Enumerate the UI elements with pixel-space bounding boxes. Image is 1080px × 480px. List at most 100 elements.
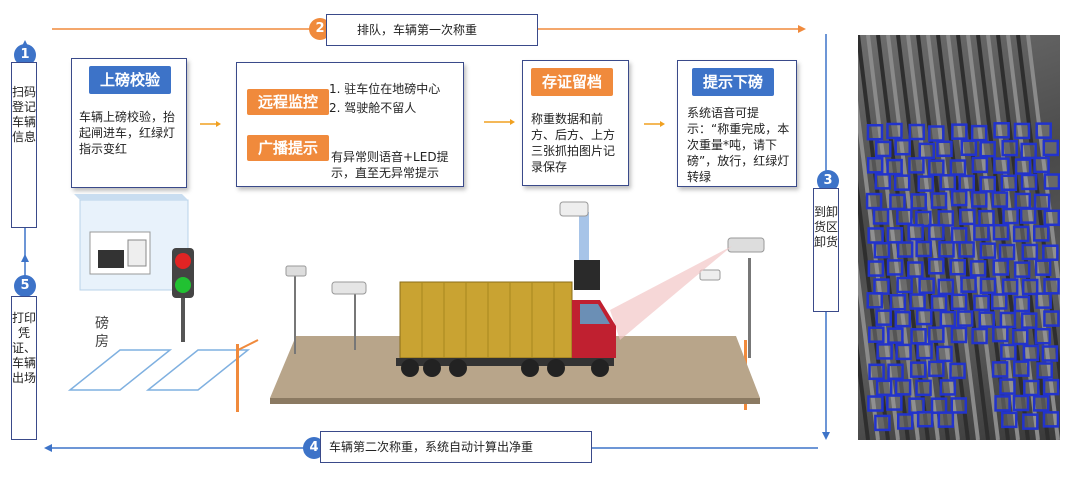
detection-box [929, 127, 943, 141]
detection-box [981, 177, 995, 191]
detection-box [975, 296, 989, 310]
step-4-text: 车辆第二次称重，系统自动计算出净重 [329, 440, 533, 454]
detection-box [958, 312, 972, 326]
detection-box [962, 141, 976, 155]
detection-box [874, 280, 888, 294]
detection-box [1044, 412, 1058, 426]
detection-box [941, 312, 955, 326]
detection-box [887, 124, 901, 138]
detection-box [911, 295, 925, 309]
detection-box [960, 210, 974, 224]
detection-box [1003, 141, 1017, 155]
detection-box [877, 311, 891, 325]
detection-box [1016, 160, 1030, 174]
detection-box [868, 397, 882, 411]
step-5-label: 打印凭证、车辆出场 [11, 296, 37, 440]
step-3-label: 到卸货区卸货 [813, 188, 839, 312]
detection-box [941, 380, 955, 394]
detection-box [869, 328, 883, 342]
detection-box [951, 260, 965, 274]
detection-box [1001, 313, 1015, 327]
weighbridge-scene [60, 190, 780, 420]
detection-box [972, 192, 986, 206]
detection-box [1043, 246, 1057, 260]
truck-illustration [396, 282, 616, 377]
detection-box [1015, 263, 1029, 277]
step-1-label: 扫码登记车辆信息 [11, 62, 37, 228]
detection-box [869, 228, 883, 242]
detection-box [889, 365, 903, 379]
detection-box [878, 344, 892, 358]
detection-box [917, 242, 931, 256]
card-2-line-3: 有异常则语音+LED提示，直至无异常提示 [331, 149, 459, 181]
detection-box [1015, 124, 1029, 138]
detection-box [896, 380, 910, 394]
card-evidence-archive: 存证留档 称重数据和前方、后方、上方三张抓拍图片记录保存 [522, 60, 629, 186]
card-1-body: 车辆上磅校验，抬起闸进车，红绿灯指示变红 [79, 109, 183, 157]
detection-box [1000, 245, 1014, 259]
detection-box [994, 261, 1008, 275]
detection-box [973, 158, 987, 172]
detection-box [932, 399, 946, 413]
booth-illustration [74, 194, 188, 290]
card-exit-prompt: 提示下磅 系统语音可提示：“称重完成，本次重量*吨，请下磅”，放行，红绿灯转绿 [677, 60, 797, 187]
detection-box [1004, 209, 1018, 223]
detection-box [1035, 158, 1049, 172]
detection-box [898, 414, 912, 428]
detection-box [1000, 380, 1014, 394]
detection-box [995, 123, 1009, 137]
detection-box [1014, 396, 1028, 410]
detection-box [897, 210, 911, 224]
detection-box [929, 161, 943, 175]
detection-box [897, 345, 911, 359]
detection-box [911, 363, 925, 377]
detection-box [993, 193, 1007, 207]
detection-box [898, 278, 912, 292]
detection-box [981, 244, 995, 258]
detection-box [952, 295, 966, 309]
detection-box [874, 209, 888, 223]
detection-box [952, 125, 966, 139]
detection-box [938, 347, 952, 361]
detection-box [994, 225, 1008, 239]
detection-box [980, 211, 994, 225]
detection-box [1024, 381, 1038, 395]
detection-box [1037, 124, 1051, 138]
detection-box [1035, 195, 1049, 209]
card-4-title: 提示下磅 [692, 68, 774, 96]
detection-box [920, 144, 934, 158]
detection-box [932, 296, 946, 310]
detection-box [1002, 413, 1016, 427]
detection-box [952, 398, 966, 412]
detection-box [868, 125, 882, 139]
detection-box [993, 327, 1007, 341]
detection-box [1034, 226, 1048, 240]
detection-box [1038, 363, 1052, 377]
detection-box [971, 261, 985, 275]
detection-box [1045, 175, 1059, 189]
detection-box [888, 228, 902, 242]
detection-box [909, 158, 923, 172]
detection-box [981, 142, 995, 156]
detection-box [939, 280, 953, 294]
card-3-title: 存证留档 [531, 68, 613, 96]
detection-box [1014, 362, 1028, 376]
detection-box [1036, 261, 1050, 275]
detection-box [929, 328, 943, 342]
detection-box [981, 279, 995, 293]
card-3-body: 称重数据和前方、后方、上方三张抓拍图片记录保存 [531, 111, 623, 175]
detection-box [992, 294, 1006, 308]
detection-box [912, 194, 926, 208]
detection-box [996, 396, 1010, 410]
detection-box [1037, 294, 1051, 308]
detection-box [1022, 144, 1036, 158]
detection-box [912, 329, 926, 343]
detection-box [917, 381, 931, 395]
camera-top [560, 202, 600, 290]
detection-box [1016, 194, 1030, 208]
detection-box [952, 328, 966, 342]
detection-box [960, 176, 974, 190]
detection-box [1044, 312, 1058, 326]
detection-box [1013, 330, 1027, 344]
booth-label: 磅房 [95, 315, 113, 351]
